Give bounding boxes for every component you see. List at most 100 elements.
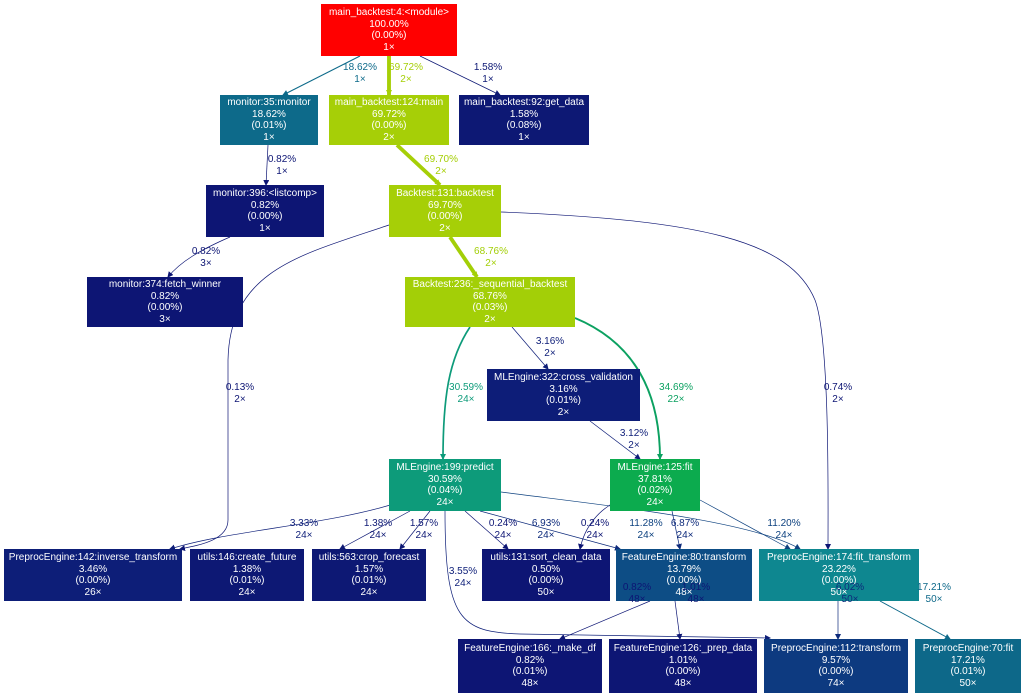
- node-function-name: MLEngine:199:predict: [396, 462, 494, 473]
- node-self-time: (0.00%): [665, 666, 701, 677]
- node-call-count: 1×: [263, 131, 275, 143]
- edge-listcomp-to-fetch_winner: [167, 236, 231, 278]
- node-self-time: (0.01%): [351, 575, 387, 586]
- edge-label-module-to-get_data: 1.58%1×: [474, 62, 502, 85]
- node-self-time: (0.00%): [371, 30, 407, 41]
- edge-pct: 17.21%: [917, 582, 951, 593]
- edge-pct: 68.76%: [474, 246, 508, 257]
- edge-label-predict-to-crop_forecast: 1.57%24×: [410, 518, 438, 541]
- edge-label-fe_transform-to-prep_data: 1.01%48×: [682, 582, 710, 605]
- node-call-count: 48×: [674, 677, 692, 689]
- edge-pct: 69.72%: [389, 62, 423, 73]
- node-call-count: 2×: [439, 222, 451, 234]
- node-function-name: FeatureEngine:166:_make_df: [464, 643, 596, 654]
- node-self-time: (0.00%): [821, 575, 857, 586]
- node-total-time: 69.70%: [428, 199, 462, 211]
- node-self-time: (0.01%): [950, 666, 986, 677]
- edge-pct: 11.28%: [629, 518, 663, 529]
- edge-label-predict-to-inverse_transform: 3.33%24×: [290, 518, 318, 541]
- edge-calls: 50×: [841, 593, 859, 605]
- node-call-count: 1×: [518, 131, 530, 143]
- node-function-name: utils:146:create_future: [197, 552, 297, 563]
- edge-calls: 24×: [637, 529, 655, 541]
- node-total-time: 23.22%: [822, 563, 856, 575]
- node-function-name: main_backtest:124:main: [334, 97, 444, 108]
- edge-predict-to-sort_clean: [464, 510, 509, 550]
- node-call-count: 24×: [436, 496, 454, 508]
- edge-calls: 24×: [454, 577, 472, 589]
- edge-calls: 2×: [435, 165, 447, 177]
- node-listcomp[interactable]: monitor:396:<listcomp>0.82%(0.00%)1×: [206, 185, 324, 237]
- edge-pct: 3.33%: [289, 518, 319, 529]
- edge-calls: 24×: [676, 529, 694, 541]
- edge-label-cross_val-to-fit: 3.12%2×: [620, 428, 648, 451]
- node-self-time: (0.02%): [637, 485, 673, 496]
- edge-pct: 0.24%: [488, 518, 518, 529]
- edge-label-main-to-backtest: 69.70%2×: [424, 154, 458, 177]
- edge-pct: 6.02%: [835, 582, 865, 593]
- edge-calls: 2×: [832, 393, 844, 405]
- edge-calls: 24×: [369, 529, 387, 541]
- node-self-time: (0.01%): [545, 395, 581, 406]
- node-call-count: 48×: [521, 677, 539, 689]
- edge-fit-to-fit_transform: [699, 499, 791, 550]
- node-self-time: (0.00%): [427, 211, 463, 222]
- node-function-name: utils:563:crop_forecast: [318, 552, 420, 563]
- node-self-time: (0.00%): [75, 575, 111, 586]
- node-call-count: 2×: [557, 406, 570, 418]
- edge-label-fit_transform-to-pp_fit: 17.21%50×: [917, 582, 951, 605]
- edge-label-fit-to-fe_transform: 6.87%24×: [671, 518, 699, 541]
- node-total-time: 0.82%: [515, 654, 545, 666]
- node-function-name: MLEngine:322:cross_validation: [494, 372, 633, 383]
- edge-pct: 0.74%: [823, 382, 853, 393]
- node-total-time: 1.01%: [668, 654, 698, 666]
- edge-calls: 3×: [200, 257, 212, 269]
- node-total-time: 13.79%: [667, 563, 701, 575]
- edge-calls: 24×: [775, 529, 793, 541]
- edge-calls: 48×: [628, 593, 646, 605]
- edge-calls: 24×: [295, 529, 313, 541]
- node-call-count: 1×: [383, 41, 395, 53]
- edge-fit-to-fe_transform: [671, 510, 682, 550]
- node-function-name: Backtest:131:backtest: [396, 188, 494, 199]
- edge-pct: 1.57%: [409, 518, 439, 529]
- edge-label-seq_backtest-to-predict: 30.59%24×: [449, 382, 483, 405]
- node-total-time: 0.82%: [250, 199, 280, 211]
- edge-label-module-to-monitor: 18.62%1×: [343, 62, 377, 85]
- edge-label-predict-to-pp_transform: 3.55%24×: [449, 566, 477, 589]
- node-self-time: (0.00%): [147, 302, 183, 313]
- edge-label-backtest-to-seq_backtest: 68.76%2×: [474, 246, 508, 269]
- node-function-name: monitor:374:fetch_winner: [108, 279, 222, 290]
- node-self-time: (0.00%): [818, 666, 854, 677]
- edge-pct: 0.82%: [191, 246, 221, 257]
- edge-calls: 2×: [485, 257, 497, 269]
- node-function-name: PreprocEngine:174:fit_transform: [767, 552, 911, 563]
- node-function-name: utils:131:sort_clean_data: [490, 552, 602, 563]
- edge-backtest-to-inverse_transform: [179, 224, 390, 551]
- edge-calls: 24×: [457, 393, 475, 405]
- node-module[interactable]: main_backtest:4:<module>100.00%(0.00%)1×: [321, 4, 457, 56]
- edge-pct: 1.01%: [681, 582, 711, 593]
- edge-calls: 24×: [415, 529, 433, 541]
